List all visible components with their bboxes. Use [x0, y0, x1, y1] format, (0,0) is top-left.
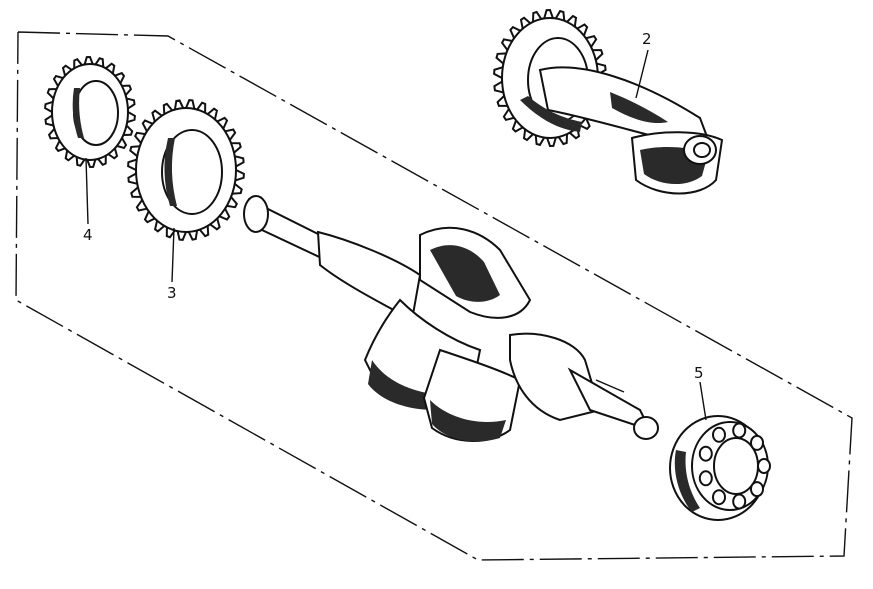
camshaft-2	[493, 8, 724, 195]
bearing-5	[669, 415, 771, 521]
leader-3	[171, 227, 175, 283]
callout-label-2: 2	[642, 30, 652, 48]
bearing-ball	[732, 493, 747, 510]
bearing-ball	[750, 481, 764, 498]
bearing-ball	[698, 445, 713, 462]
leader-5	[699, 381, 707, 421]
leader-2	[635, 49, 649, 99]
assembly-boundary	[15, 31, 853, 561]
crankshaft	[243, 195, 659, 442]
leader-4	[85, 157, 89, 225]
callout-label-4: 4	[83, 226, 93, 244]
bearing-ball	[757, 458, 771, 474]
callout-label-3: 3	[167, 284, 177, 302]
bearing-ball	[712, 426, 726, 443]
gear-4	[44, 55, 136, 169]
callout-label-5: 5	[694, 364, 704, 382]
bearing-ball	[698, 470, 713, 487]
bearing-ball	[732, 422, 747, 439]
gear-3	[127, 99, 245, 241]
bearing-ball	[712, 489, 726, 506]
bearing-ball	[750, 434, 764, 451]
